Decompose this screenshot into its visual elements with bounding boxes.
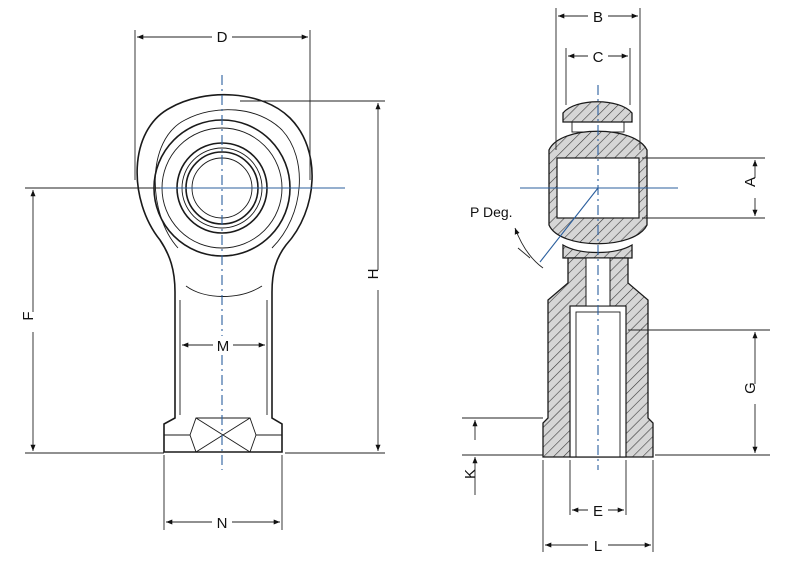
- dim-H-label: H: [365, 269, 382, 280]
- lube-passage: [585, 257, 611, 307]
- dim-C-label: C: [593, 49, 604, 66]
- front-dimensions: D H F M N: [20, 28, 387, 532]
- head-inner-contour: [154, 109, 300, 249]
- angle-arc: [514, 227, 544, 269]
- dim-E-label: E: [593, 503, 603, 520]
- section-dimensions: B C A G K E L: [462, 7, 770, 555]
- dim-D-label: D: [217, 29, 228, 46]
- dim-K-label: K: [462, 469, 479, 479]
- angle-tick: [517, 247, 531, 259]
- head-collar-curve: [185, 285, 263, 297]
- rod-end-body-outline: [136, 93, 313, 453]
- hex-cross-2: [195, 417, 251, 453]
- dim-N-label: N: [217, 515, 228, 532]
- dim-G-label: G: [742, 382, 759, 394]
- dim-M-label: M: [217, 338, 230, 355]
- bottom-race-section: [562, 243, 633, 259]
- dim-L-label: L: [594, 538, 602, 555]
- tilt-angle-line: [539, 187, 599, 263]
- front-view: [100, 75, 345, 470]
- dim-A-label: A: [742, 177, 759, 187]
- section-view: [520, 85, 678, 470]
- angle-P-label: P Deg.: [470, 204, 513, 220]
- dim-F-label: F: [20, 311, 37, 320]
- dim-B-label: B: [593, 9, 603, 26]
